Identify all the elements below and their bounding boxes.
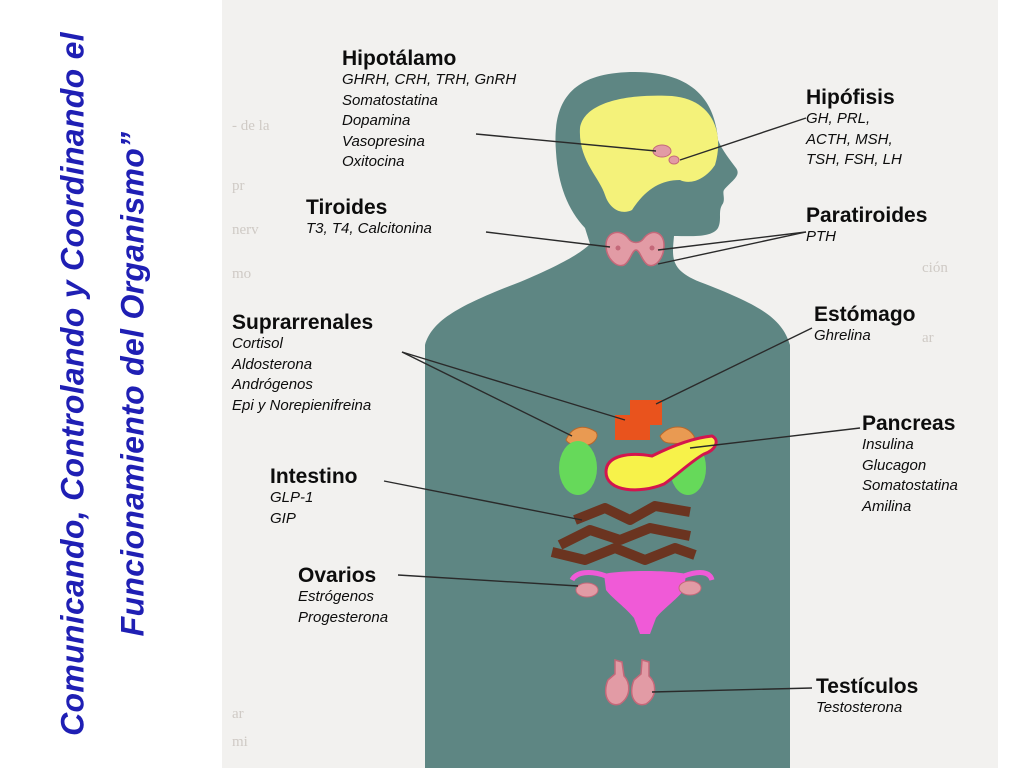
ovary-left xyxy=(678,580,702,596)
gland-name-testiculos: Testículos xyxy=(816,675,919,698)
thyroid-gland xyxy=(605,231,665,267)
human-body-silhouette xyxy=(222,72,998,768)
leader-intestino xyxy=(383,480,583,521)
leader-paratiroides-b xyxy=(657,231,807,265)
hormone-item: Dopamina xyxy=(342,112,411,129)
gland-name-pancreas: Pancreas xyxy=(862,412,956,435)
label-hipotalamo: Hipotálamo GHRH, CRH, TRH, GnRH Somatost… xyxy=(342,47,516,173)
hormone-item: Progesterona xyxy=(298,608,389,626)
leader-suprarrenales-a xyxy=(401,351,626,421)
label-hipofisis: Hipófisis GH, PRL, ACTH, MSH, TSH, FSH, … xyxy=(806,86,902,171)
leader-suprarrenales-b xyxy=(401,351,573,437)
ovary-right xyxy=(575,582,599,598)
hormone-item: GHRH, CRH, TRH, GnRH xyxy=(342,71,517,88)
hormone-item: Estrógenos xyxy=(298,588,374,605)
hormone-item: Amilina xyxy=(862,497,912,515)
leader-estomago xyxy=(655,327,813,405)
label-tiroides: Tiroides T3, T4, Calcitonina xyxy=(306,196,432,240)
fallopian-tube-left xyxy=(683,570,715,581)
hormone-item: Somatostatina xyxy=(862,477,958,494)
hormone-item: TSH, FSH, LH xyxy=(806,151,902,168)
gland-name-hipofisis: Hipófisis xyxy=(806,86,895,109)
gland-name-intestino: Intestino xyxy=(270,465,358,488)
gland-name-ovarios: Ovarios xyxy=(298,564,377,587)
leader-tiroides xyxy=(485,231,611,248)
label-paratiroides: Paratiroides PTH xyxy=(806,204,927,248)
testicle-right xyxy=(604,659,630,706)
hormone-item: Testosterona xyxy=(816,699,903,716)
hormone-item: Insulina xyxy=(862,436,914,453)
label-estomago: Estómago Ghrelina xyxy=(814,303,916,347)
hormone-item: GLP-1 xyxy=(270,489,314,506)
hormone-item: T3, T4, Calcitonina xyxy=(306,220,432,237)
hormone-item: Glucagon xyxy=(862,456,927,474)
gland-name-hipotalamo: Hipotálamo xyxy=(342,47,457,70)
gland-name-estomago: Estómago xyxy=(814,303,916,326)
label-pancreas: Pancreas Insulina Glucagon Somatostatina… xyxy=(862,412,958,517)
brain xyxy=(579,95,719,212)
hormone-item: Andrógenos xyxy=(232,376,313,393)
pituitary-gland xyxy=(668,155,680,165)
gland-name-tiroides: Tiroides xyxy=(306,196,388,219)
label-suprarrenales: Suprarrenales Cortisol Aldosterona Andró… xyxy=(232,311,373,416)
leader-pancreas xyxy=(689,427,861,449)
label-ovarios: Ovarios Estrógenos Progesterona xyxy=(298,564,388,628)
hormone-item: Ghrelina xyxy=(814,327,871,344)
leader-lines xyxy=(383,117,861,693)
parathyroid-dot xyxy=(649,245,655,251)
stomach xyxy=(615,400,662,440)
parathyroid-dot xyxy=(615,245,621,251)
gland-name-suprarrenales: Suprarrenales xyxy=(232,311,374,334)
hormone-item: GH, PRL, xyxy=(806,110,871,127)
uterus xyxy=(604,571,686,634)
gland-name-paratiroides: Paratiroides xyxy=(806,204,928,227)
leader-paratiroides-a xyxy=(657,231,807,251)
hormone-item: Somatostatina xyxy=(342,91,438,109)
intestine xyxy=(550,501,697,565)
leader-ovarios xyxy=(397,574,579,587)
kidney-right xyxy=(559,441,597,495)
testicle-left xyxy=(630,659,656,706)
label-intestino: Intestino GLP-1 GIP xyxy=(270,465,358,529)
hormone-item: Cortisol xyxy=(232,335,283,352)
leader-testiculos xyxy=(651,687,813,693)
label-testiculos: Testículos Testosterona xyxy=(816,675,918,719)
hormone-item: ACTH, MSH, xyxy=(806,130,893,148)
hormone-item: Vasopresina xyxy=(342,132,425,150)
hormone-item: PTH xyxy=(806,228,836,245)
hormone-item: GIP xyxy=(270,509,296,527)
leader-hipofisis xyxy=(679,117,807,161)
hormone-item: Aldosterona xyxy=(232,355,313,373)
fallopian-tube-right xyxy=(569,570,607,582)
hormone-item: Epi y Norepienifreina xyxy=(232,396,372,414)
leader-hipotalamo xyxy=(475,133,657,152)
hormone-item: Oxitocina xyxy=(342,153,405,170)
